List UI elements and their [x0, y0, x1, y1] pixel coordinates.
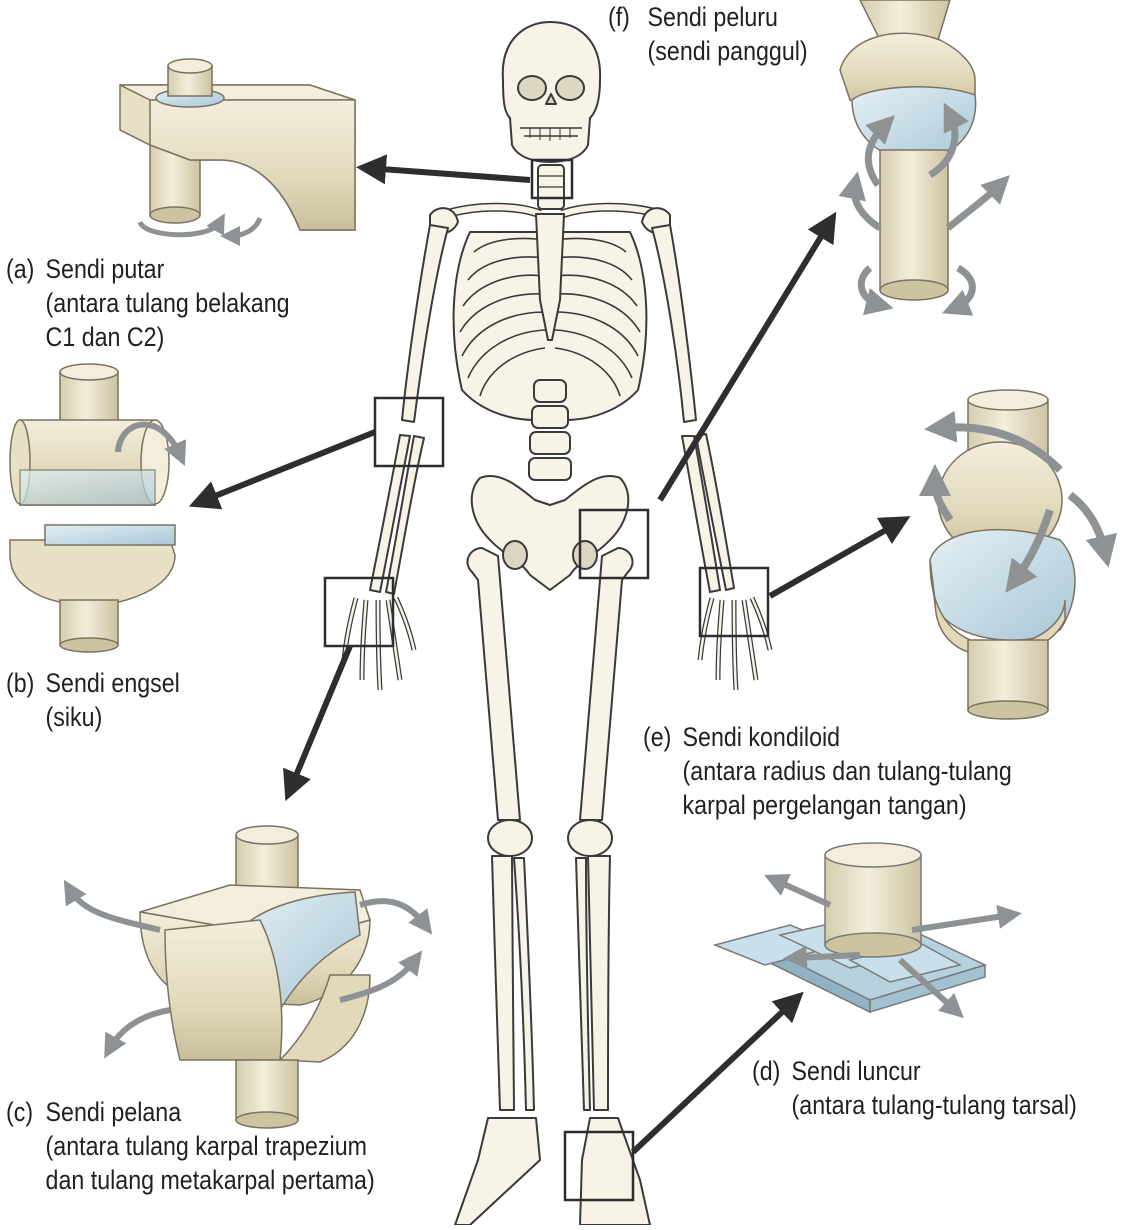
label-e-key: (e): [643, 722, 672, 752]
label-c: (c) Sendi pelana (antara tulang karpal tr…: [6, 1095, 375, 1197]
label-a-title: Sendi putar: [45, 254, 165, 284]
arrow-c: [283, 644, 353, 802]
label-b-desc1: (siku): [45, 702, 103, 732]
label-b-title: Sendi engsel: [45, 668, 180, 698]
connector-arrows: [188, 154, 911, 1155]
left-femur: [466, 547, 521, 821]
box-left-wrist: [323, 576, 395, 648]
label-e-desc1: (antara radius dan tulang-tulang: [682, 756, 1012, 786]
arrow-b: [188, 429, 377, 510]
label-a-key: (a): [6, 254, 35, 284]
condyloid-model: [919, 389, 1118, 720]
skeleton: [341, 21, 773, 1226]
box-hip: [578, 508, 650, 580]
gliding-joint-model: [712, 842, 1022, 1019]
label-d: (d) Sendi luncur (antara tulang-tulang ta…: [752, 1054, 1077, 1122]
label-c-title: Sendi pelana: [45, 1097, 182, 1127]
label-d-title: Sendi luncur: [791, 1056, 921, 1086]
skull: [501, 21, 602, 163]
label-e-desc2: karpal pergelangan tangan): [682, 790, 967, 820]
label-d-key: (d): [752, 1056, 781, 1086]
label-c-desc2: dan tulang metakarpal pertama): [45, 1165, 375, 1195]
label-c-desc1: (antara tulang karpal trapezium: [45, 1131, 367, 1161]
label-e-title: Sendi kondiloid: [682, 722, 841, 752]
locator-boxes: [323, 158, 770, 1202]
label-a-desc1: (antara tulang belakang: [45, 288, 290, 318]
label-f-title: Sendi peluru: [647, 2, 778, 32]
saddle-joint-model: [63, 825, 433, 1129]
label-b: (b) Sendi engsel (siku): [6, 666, 180, 734]
label-f: (f) Sendi peluru (sendi panggul): [608, 0, 808, 68]
right-femur: [579, 547, 634, 821]
box-neck: [530, 158, 574, 200]
box-right-wrist: [698, 566, 770, 638]
arrow-f: [657, 211, 837, 502]
label-b-key: (b): [6, 668, 35, 698]
label-a-desc2: C1 dan C2): [45, 322, 165, 352]
label-e: (e) Sendi kondiloid (antara radius dan tu…: [643, 720, 1012, 822]
pivot-joint-model: [119, 58, 356, 246]
pelvis: [470, 475, 630, 591]
ball-socket-model: [838, 0, 1010, 316]
label-d-desc1: (antara tulang-tulang tarsal): [791, 1090, 1077, 1120]
label-f-desc1: (sendi panggul): [647, 36, 808, 66]
arrow-a: [356, 154, 531, 185]
box-ankle: [563, 1130, 635, 1202]
arrow-e: [768, 516, 911, 599]
label-c-key: (c): [6, 1097, 34, 1127]
label-a: (a) Sendi putar (antara tulang belakang C…: [6, 252, 290, 354]
label-f-key: (f): [608, 2, 630, 32]
hinge-joint-model: [9, 363, 187, 653]
arrow-d: [630, 991, 804, 1155]
